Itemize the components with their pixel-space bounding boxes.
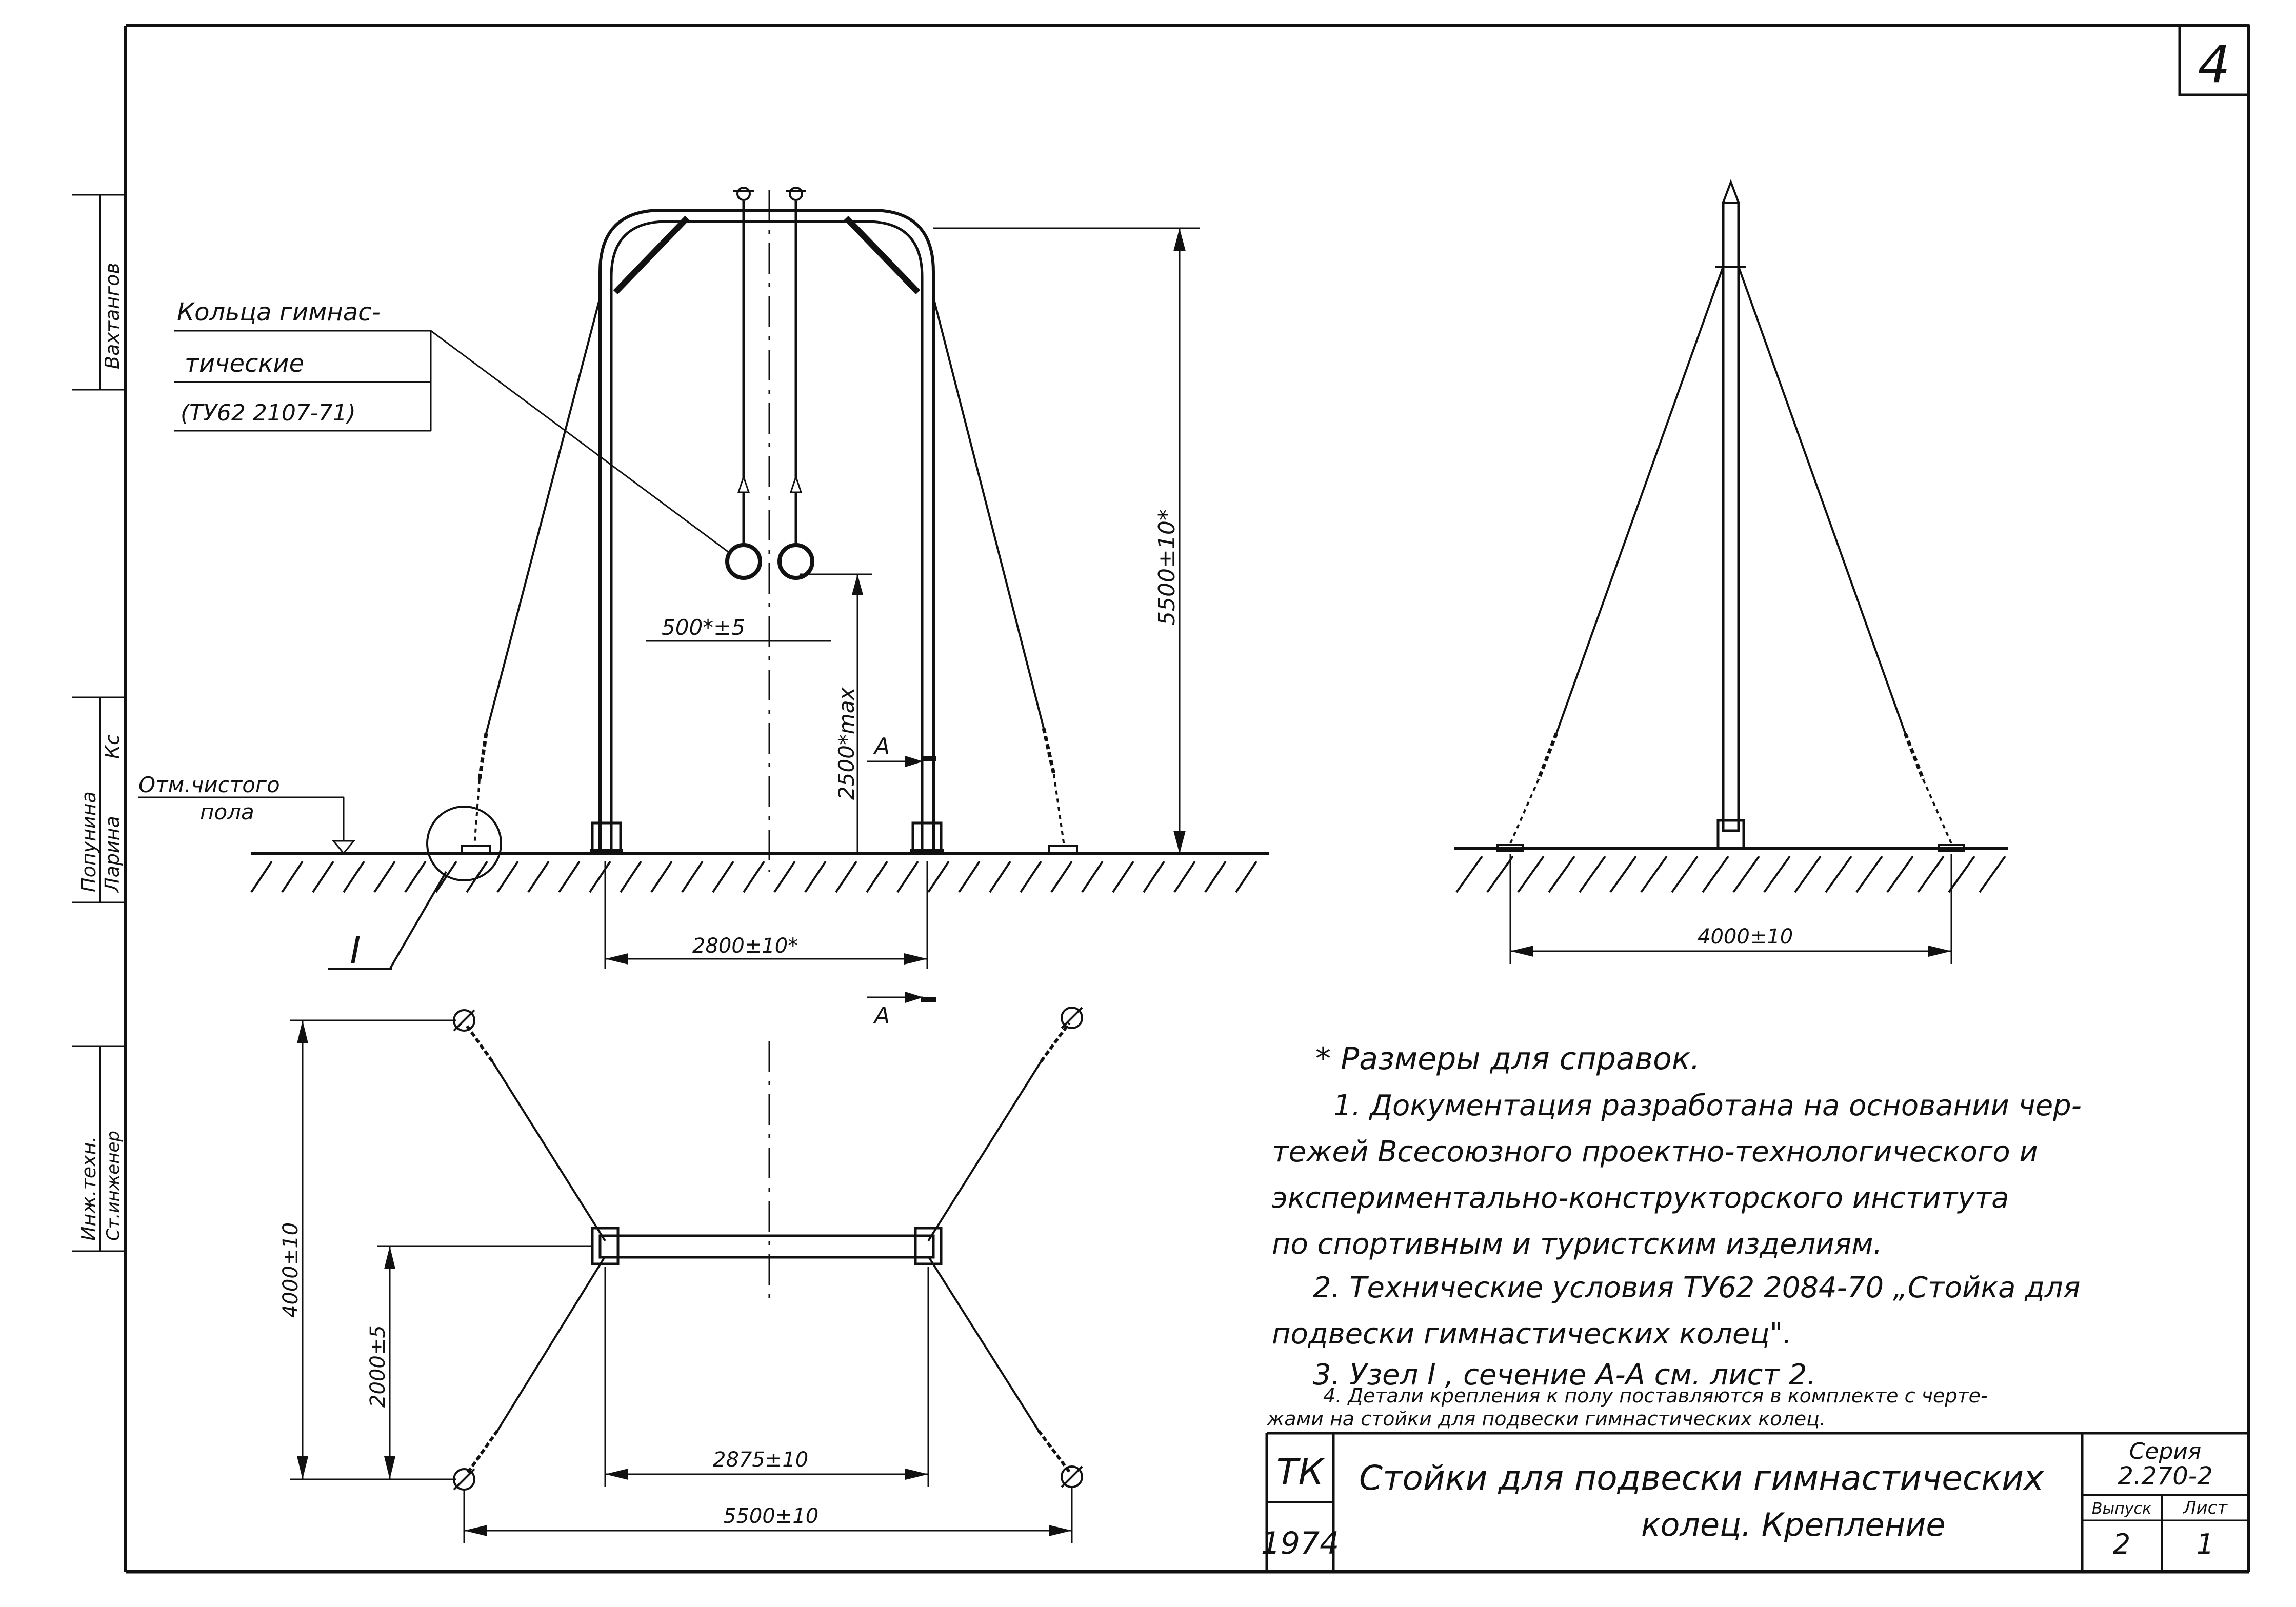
plan-cable-tr — [927, 1060, 1042, 1242]
side-stamp: Вахтангов Попунина Ларина Кс Инж.техн. С… — [72, 194, 126, 1252]
side-cable-right — [1738, 266, 1906, 734]
gymnastic-ring-left — [725, 543, 762, 580]
title-line2: колец. Крепление — [1641, 1506, 1946, 1543]
base-plate-right — [911, 821, 943, 853]
note-3: 3. Узел I , сечение А-А см. лист 2. — [1313, 1358, 1816, 1392]
stamp-name-a: Вахтангов — [101, 263, 124, 369]
stamp-name-b: Попунина — [77, 791, 100, 892]
brace-right — [844, 215, 921, 295]
frame-outer — [598, 209, 935, 851]
front-view: I Отм.чистого пола Кольца гимнас- тическ… — [138, 187, 1269, 1029]
frame-inner — [610, 220, 924, 851]
ring-hanger-right — [777, 187, 814, 580]
plan-cable-bl — [496, 1255, 606, 1432]
callout-leader — [430, 330, 731, 555]
section-mark-bottom: А — [873, 1002, 890, 1029]
note-1-line1: 1. Документация разработана на основании… — [1333, 1089, 2082, 1122]
dim-plan-horizontal-inner: 2875±10 — [713, 1448, 808, 1472]
dim-plan-vertical-inner: 2000±5 — [366, 1325, 390, 1408]
stamp-name-f: Ст.инженер — [103, 1131, 124, 1241]
guy-cable-right — [932, 297, 1045, 729]
list-label: Лист — [2182, 1498, 2228, 1518]
title-line1: Стойки для подвески гимнастических — [1359, 1458, 2044, 1498]
gymnastic-ring-right — [777, 543, 814, 580]
note-2-line1: 2. Технические условия ТУ62 2084-70 „Сто… — [1313, 1271, 2080, 1304]
floor-label-line2: пола — [200, 799, 254, 825]
series-value: 2.270-2 — [2118, 1462, 2212, 1491]
base-plate-left — [591, 821, 622, 853]
node-label: I — [350, 929, 361, 972]
stamp-name-c: Ларина — [101, 816, 124, 893]
dim-plan-vertical-outer: 4000±10 — [279, 1222, 303, 1318]
plan-cable-br — [927, 1255, 1040, 1432]
side-cable-left — [1555, 266, 1724, 734]
notes: * Размеры для справок. 1. Документация р… — [1266, 1041, 2082, 1430]
note-1-line2: тежей Всесоюзного проектно-технологическ… — [1272, 1135, 2038, 1169]
plan-cable-tl — [491, 1060, 606, 1242]
issue-value: 2 — [2113, 1528, 2130, 1560]
note-1-line3: экспериментально-конструкторского инстит… — [1272, 1181, 2009, 1215]
issue-label: Выпуск — [2092, 1500, 2151, 1518]
dim-plan-horizontal-outer: 5500±10 — [723, 1504, 818, 1528]
node-I-circle — [426, 806, 502, 881]
side-view: 4000±10 — [1454, 179, 2008, 964]
dim-height: 5500±10* — [1154, 509, 1180, 626]
tk-label: ТК — [1276, 1451, 1326, 1493]
series-label: Серия — [2129, 1438, 2202, 1464]
dim-base-front: 2800±10* — [692, 934, 798, 958]
floor-label-line1: Отм.чистого — [138, 772, 280, 797]
note-2-line2: подвески гимнастических колец". — [1272, 1317, 1792, 1351]
dim-ring-spacing: 500*±5 — [662, 615, 745, 640]
note-4-line2: жами на стойки для подвески гимнастическ… — [1266, 1408, 1826, 1430]
plan-view: 4000±10 2000±5 2875±10 5500±10 — [279, 1007, 1083, 1543]
side-floor-hatch — [1455, 855, 2006, 893]
sheet-number: 4 — [2198, 34, 2230, 94]
callout-rings-line2: тические — [185, 349, 304, 378]
side-post — [1722, 201, 1740, 832]
ring-hanger-left — [725, 187, 762, 580]
title-block: ТК 1974 Стойки для подвески гимнастическ… — [1261, 1432, 2249, 1572]
note-reference: * Размеры для справок. — [1315, 1041, 1700, 1077]
plan-crossbar — [598, 1234, 935, 1259]
callout-rings-line1: Кольца гимнас- — [177, 298, 381, 327]
section-mark-top: А — [873, 733, 890, 759]
list-value: 1 — [2197, 1528, 2214, 1560]
dim-base-side: 4000±10 — [1698, 925, 1793, 949]
stamp-name-d: Кс — [101, 734, 124, 759]
stamp-name-e: Инж.техн. — [77, 1136, 100, 1241]
note-4-line1: 4. Детали крепления к полу поставляются … — [1323, 1384, 1988, 1407]
guy-cable-left — [485, 297, 601, 734]
front-floor-hatch — [250, 860, 1257, 893]
brace-left — [613, 215, 690, 295]
note-1-line4: по спортивным и туристским изделиям. — [1272, 1228, 1882, 1261]
callout-rings-line3: (ТУ62 2107-71) — [181, 400, 356, 426]
dim-ring-height: 2500*max — [834, 687, 859, 800]
year-label: 1974 — [1261, 1525, 1340, 1561]
sheet-frame: 4 — [124, 24, 2250, 1574]
